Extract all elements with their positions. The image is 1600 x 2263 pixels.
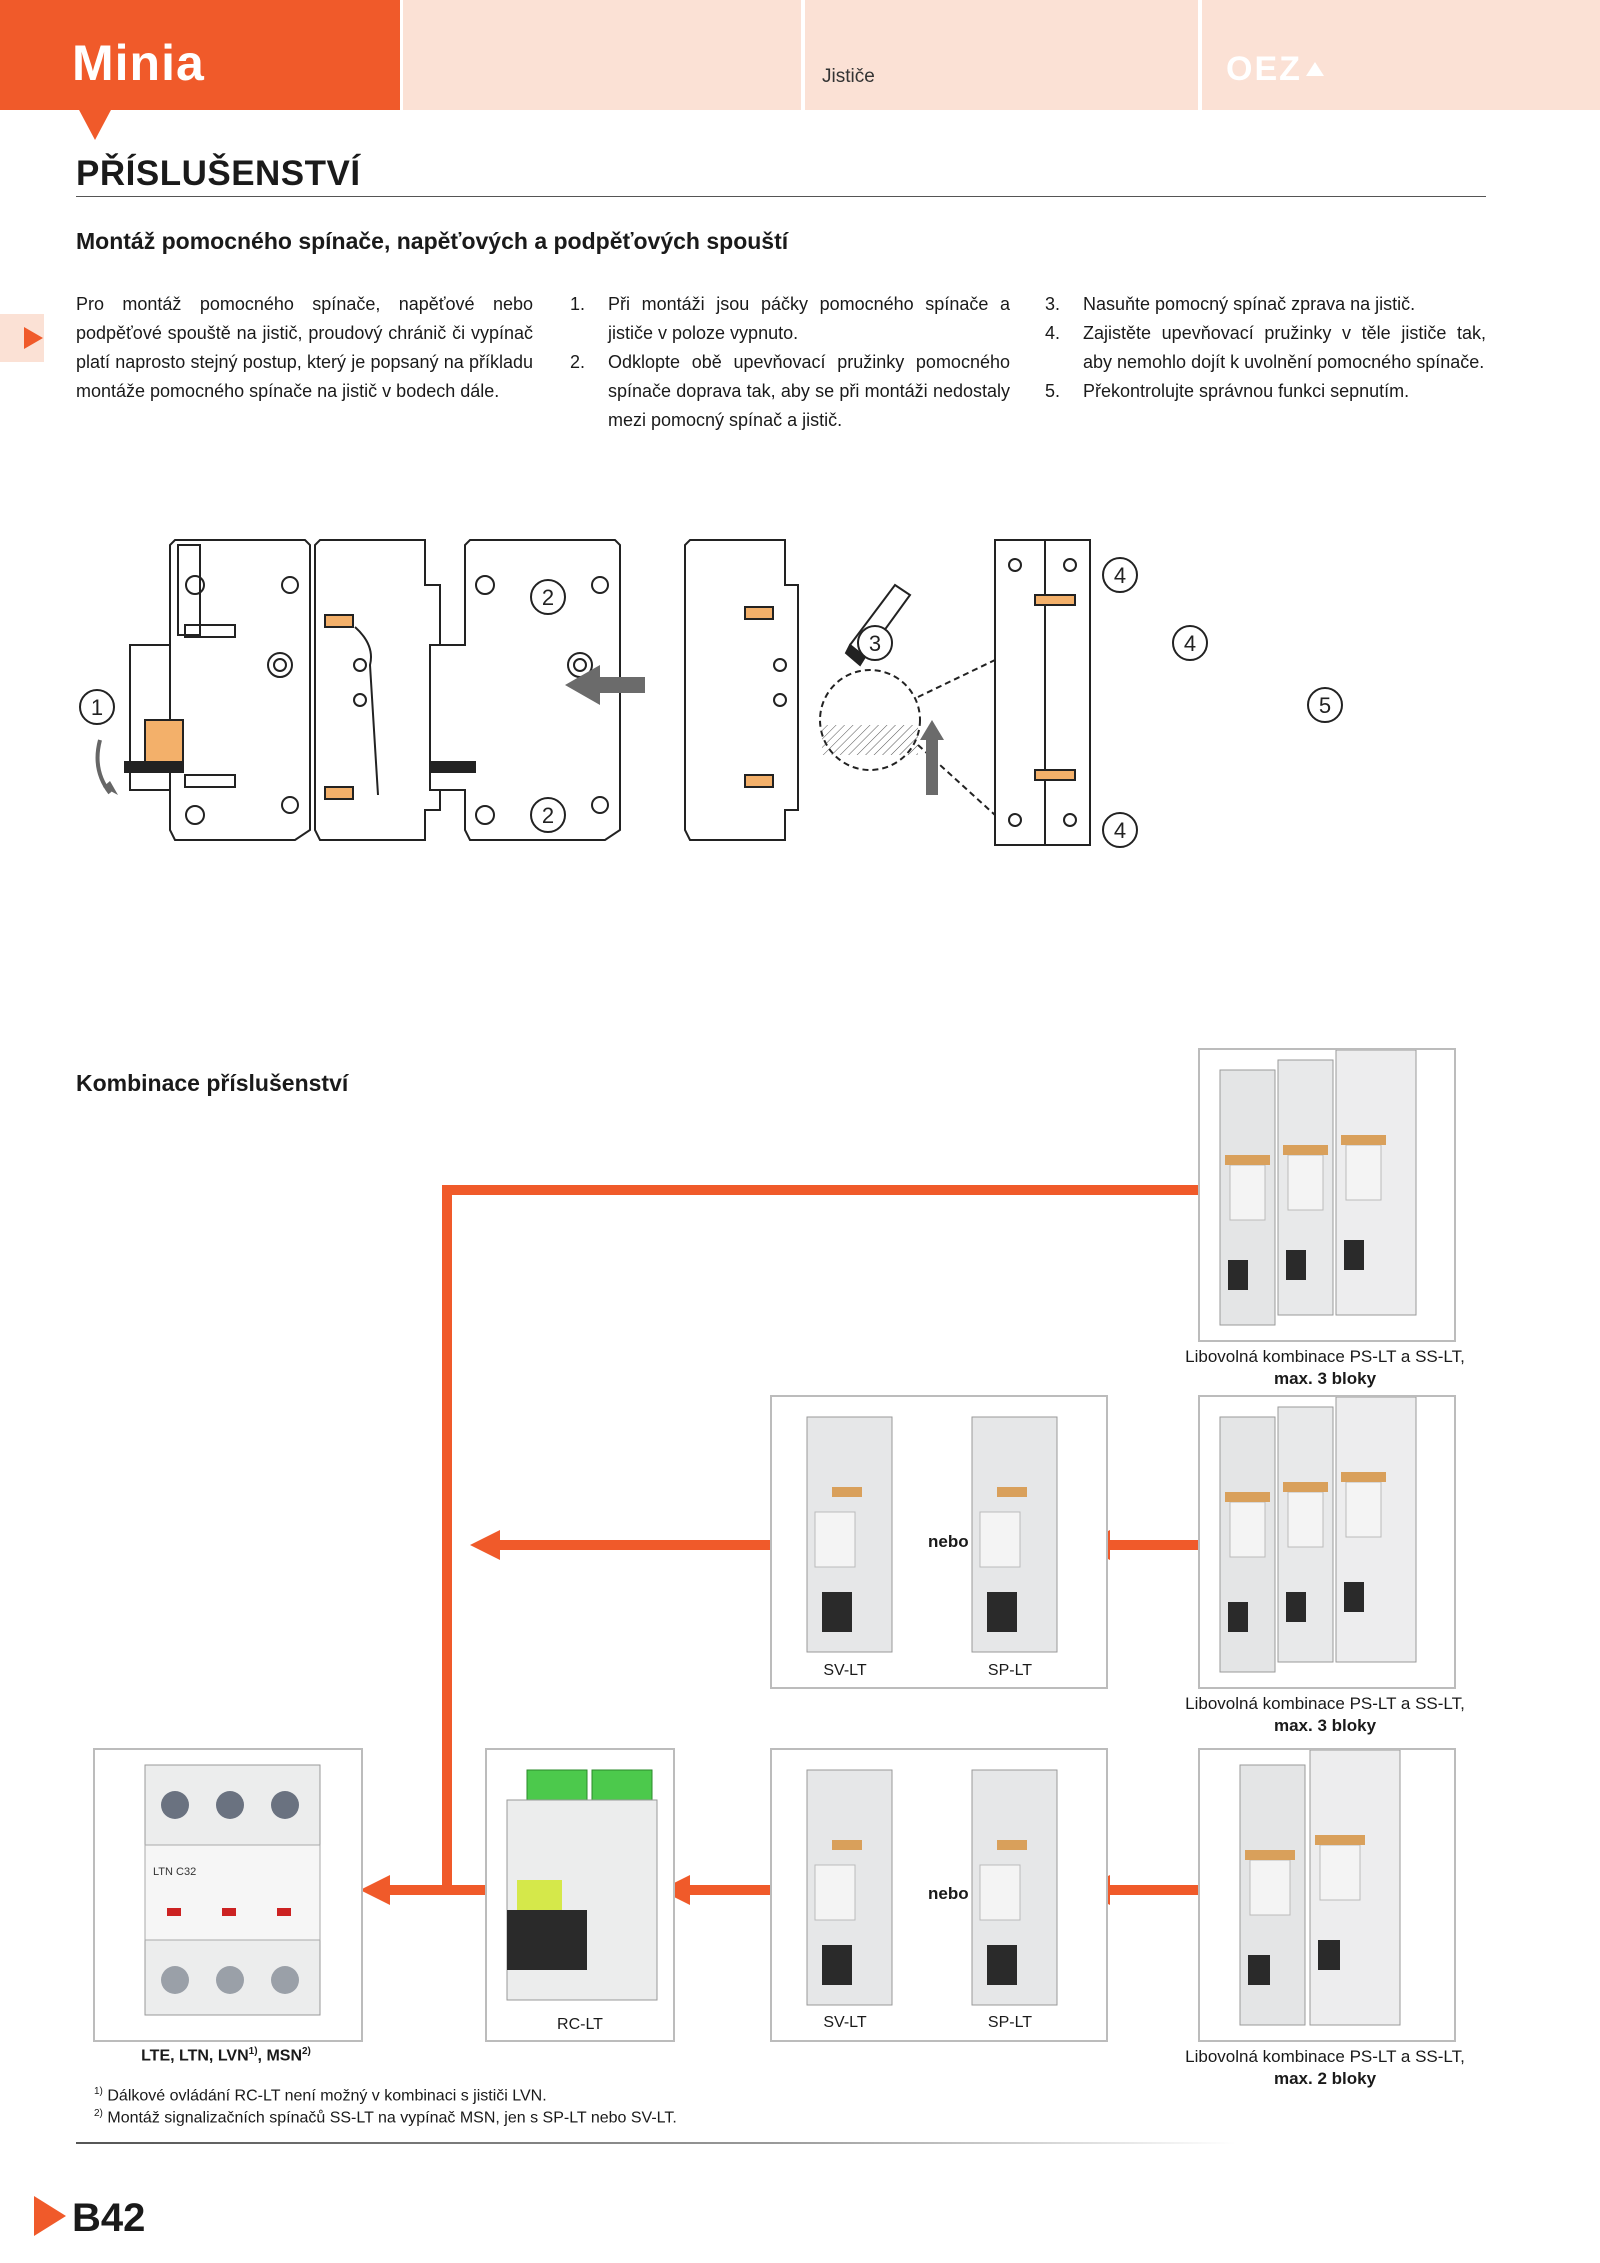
footnote-text: Dálkové ovládání RC-LT není možný v komb…	[107, 2087, 547, 2105]
combinations-heading: Kombinace příslušenství	[76, 1070, 349, 1096]
lever-orange	[144, 719, 184, 766]
mounting-intro: Pro montáž pomocného spínače, napěťové n…	[76, 294, 533, 401]
header-divider	[400, 0, 403, 110]
zoom-circle	[819, 669, 921, 771]
aux-switch-drawing-2	[684, 539, 799, 841]
sv-sp-pair-bottom-image	[770, 1748, 1108, 2042]
steps-column-2: 3. Nasuňte pomocný spínač zprava na jist…	[1045, 290, 1486, 406]
footnote-text: Montáž signalizačních spínačů SS-LT na v…	[107, 2109, 677, 2127]
footnote-ref-1: 1)	[248, 2046, 258, 2057]
caption-mid: Libovolná kombinace PS-LT a SS-LT, max. …	[1150, 1693, 1500, 1737]
sv-lt-device	[806, 1416, 893, 1653]
header-brand-block	[0, 0, 400, 110]
or-label: nebo	[928, 1532, 969, 1551]
or-label: nebo	[928, 1884, 969, 1903]
caption-line: Libovolná kombinace PS-LT a SS-LT,	[1185, 2047, 1465, 2066]
slide-arrow-icon	[565, 665, 645, 705]
section-rule	[76, 196, 1486, 197]
footnote-mark: 1)	[94, 2086, 103, 2097]
aux-combo-top-image	[1198, 1048, 1456, 1342]
step-item: 5. Překontrolujte správnou funkci sepnut…	[1045, 377, 1486, 406]
arrow-left-icon	[470, 1530, 500, 1560]
aux-switch-drawing-1	[314, 539, 441, 841]
step-number: 3.	[1045, 294, 1061, 314]
header-brand-notch	[78, 108, 112, 140]
aux-combo-mid-image	[1198, 1395, 1456, 1689]
breaker-label: LTE, LTN, LVN1), MSN2)	[93, 2046, 359, 2065]
sv-lt-label: SV-LT	[823, 1662, 867, 1679]
page-number: B42	[72, 2196, 146, 2240]
header-divider	[1198, 0, 1201, 110]
category-label: Jističe	[822, 66, 875, 87]
step-number: 5.	[1045, 381, 1061, 401]
arrow-left-icon	[660, 1875, 690, 1905]
arrow-left-icon	[360, 1875, 390, 1905]
caption-bottom: Libovolná kombinace PS-LT a SS-LT, max. …	[1150, 2046, 1500, 2090]
breaker-drawing-2	[429, 539, 621, 841]
caption-top: Libovolná kombinace PS-LT a SS-LT, max. …	[1150, 1346, 1500, 1390]
step-text: Při montáži jsou páčky pomocného spínače…	[608, 294, 1010, 343]
footer-rule	[76, 2142, 1236, 2144]
step-number: 1.	[570, 294, 586, 314]
footnote: 1) Dálkové ovládání RC-LT není možný v k…	[94, 2086, 547, 2105]
step-text: Zajistěte upevňovací pružinky v těle jis…	[1083, 323, 1486, 372]
header-logo-block	[1202, 0, 1600, 110]
step-marker: 5	[1319, 693, 1331, 718]
sp-lt-device	[971, 1416, 1058, 1653]
step-item: 2. Odklopte obě upevňovací pružinky pomo…	[570, 348, 1010, 435]
caption-bold: max. 2 bloky	[1273, 2069, 1377, 2088]
footnote-ref-2: 2)	[302, 2046, 311, 2057]
sv-lt-label: SV-LT	[823, 2014, 867, 2031]
step-number: 2.	[570, 352, 586, 372]
mounting-diagram: 1 2 2 3 4 4 4 5	[79, 539, 1343, 848]
step-marker: 4	[1114, 563, 1126, 588]
step-text: Překontrolujte správnou funkci sepnutím.	[1083, 381, 1410, 401]
lever-base	[124, 761, 184, 773]
step-number: 4.	[1045, 323, 1061, 343]
step-marker: 4	[1184, 631, 1196, 656]
rc-lt-label: RC-LT	[557, 2016, 603, 2033]
caption-bold: max. 3 bloky	[1273, 1369, 1377, 1388]
aux-combo-bottom-image	[1198, 1748, 1456, 2042]
caption-line: Libovolná kombinace PS-LT a SS-LT,	[1185, 1347, 1465, 1366]
step-text: Odklopte obě upevňovací pružinky pomocné…	[608, 352, 1010, 430]
assembled-drawing	[994, 539, 1091, 846]
footnote-mark: 2)	[94, 2108, 103, 2119]
footnote: 2) Montáž signalizačních spínačů SS-LT n…	[94, 2108, 677, 2127]
step-marker: 4	[1114, 818, 1126, 843]
header-category-block	[805, 0, 1198, 110]
steps-column-1: 1. Při montáži jsou páčky pomocného spín…	[570, 290, 1010, 435]
section-title: PŘÍSLUŠENSTVÍ	[76, 154, 361, 193]
push-arrow-icon	[920, 720, 944, 795]
page-marker-icon	[34, 2196, 66, 2236]
step-item: 3. Nasuňte pomocný spínač zprava na jist…	[1045, 290, 1486, 319]
zoom-hatch	[822, 725, 918, 755]
aux-module-group	[1219, 1049, 1417, 1326]
brand-title: Minia	[72, 35, 205, 91]
sp-lt-label: SP-LT	[987, 2014, 1033, 2031]
mounting-heading: Montáž pomocného spínače, napěťových a p…	[76, 228, 789, 254]
step-item: 1. Při montáži jsou páčky pomocného spín…	[570, 290, 1010, 348]
breaker-model-text: LTN C32	[153, 1866, 196, 1878]
oez-logo: OEZ	[1226, 50, 1302, 88]
caption-line: Libovolná kombinace PS-LT a SS-LT,	[1185, 1694, 1465, 1713]
step-marker: 2	[542, 803, 554, 828]
rc-lt-image	[485, 1748, 675, 2042]
sv-sp-pair-top-image	[770, 1395, 1108, 1689]
breaker-image: LTN C32	[93, 1748, 363, 2042]
step-item: 4. Zajistěte upevňovací pružinky v těle …	[1045, 319, 1486, 377]
step-marker: 1	[91, 695, 103, 720]
step-marker: 2	[542, 585, 554, 610]
step-marker: 3	[869, 631, 881, 656]
header-divider	[801, 0, 804, 110]
header-mid-block	[403, 0, 801, 110]
sp-lt-label: SP-LT	[987, 1662, 1033, 1679]
caption-bold: max. 3 bloky	[1273, 1716, 1377, 1735]
step-text: Nasuňte pomocný spínač zprava na jistič.	[1083, 294, 1416, 314]
side-arrow-icon	[24, 327, 43, 349]
breaker-label-text: LTE, LTN, LVN	[141, 2047, 249, 2065]
breaker-label-text-2: , MSN	[257, 2047, 302, 2065]
oez-logo-triangle	[1306, 62, 1324, 76]
